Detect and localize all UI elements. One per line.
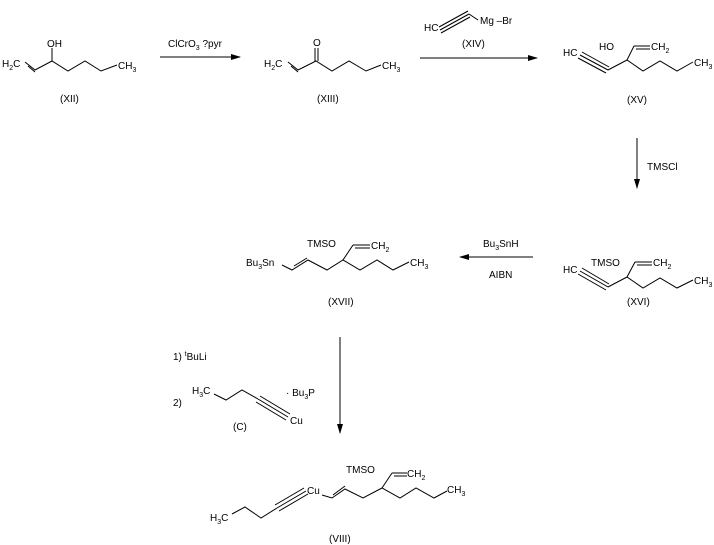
reaction-arrow-4: Bu3SnH AIBN — [459, 239, 533, 281]
compound-label: (XVII) — [328, 297, 354, 308]
compound-xv: HC HO CH2 CH3 (XV) — [563, 42, 712, 106]
double-bond — [27, 65, 36, 73]
atom-ch2: CH2 — [653, 258, 671, 271]
reaction-arrow-3: TMSCl — [634, 138, 678, 189]
atom-ch3: CH3 — [447, 485, 465, 498]
compound-label: (VIII) — [329, 534, 351, 545]
triple-bond — [579, 270, 609, 288]
atom-oh: OH — [47, 39, 62, 50]
bond-chain — [213, 389, 259, 401]
atom-ch3: CH3 — [694, 276, 712, 289]
compound-xvi: HC TMSO CH2 CH3 (XVI) — [563, 258, 712, 308]
reagent-step-1: 1) tBuLi — [173, 351, 207, 363]
atom-hc: HC — [424, 23, 438, 34]
bond-chain — [231, 506, 278, 519]
double-bond — [293, 257, 308, 267]
compound-label: (C) — [233, 422, 247, 433]
compound-label: (XII) — [60, 94, 79, 105]
atom-h3c: H3C — [210, 513, 228, 526]
triple-bond-2 — [439, 13, 470, 31]
compound-label: (XIV) — [462, 39, 485, 50]
atom-ch3: CH3 — [382, 61, 400, 74]
triple-bond-3 — [278, 493, 309, 512]
reaction-arrow-1: ClCrO3 ?pyr — [160, 39, 241, 60]
triple-bond — [579, 54, 609, 71]
bond — [381, 472, 393, 489]
bond-chain — [607, 59, 694, 72]
atom-mgbr: Mg –Br — [480, 16, 513, 27]
compound-label: (XIII) — [317, 94, 339, 105]
atom-ch3: CH3 — [118, 61, 136, 74]
atom-ch2: CH2 — [651, 42, 669, 55]
atom-hc: HC — [563, 265, 577, 276]
triple-bond-2 — [581, 267, 610, 285]
double-bond — [332, 485, 346, 496]
reagent-label: ClCrO3 ?pyr — [168, 39, 223, 52]
atom-hc: HC — [563, 48, 577, 59]
atom-ch3: CH3 — [694, 58, 712, 71]
atom-cu: Cu — [290, 416, 303, 427]
bond — [626, 45, 635, 61]
triple-bond-3 — [255, 401, 287, 421]
atom-ho: HO — [599, 42, 614, 53]
triple-bond-3 — [440, 16, 471, 34]
reagent-label: TMSCl — [647, 162, 678, 173]
compound-xiii: H2C O CH3 (XIII) — [264, 38, 400, 105]
triple-bond-2 — [581, 51, 610, 68]
triple-bond-3 — [577, 57, 607, 74]
atom-tmso: TMSO — [591, 258, 620, 269]
atom-o: O — [313, 38, 321, 49]
atom-ch3: CH3 — [410, 258, 428, 271]
atom-tmso: TMSO — [307, 239, 336, 250]
atom-ch2: CH2 — [407, 469, 425, 482]
bond — [468, 13, 479, 21]
double-bond — [290, 65, 299, 73]
triple-bond-3 — [577, 273, 607, 291]
compound-xvii: Bu3Sn TMSO CH2 CH3 (XVII) — [246, 239, 428, 308]
compound-label: (XV) — [627, 95, 647, 106]
compound-label: (XVI) — [627, 297, 650, 308]
bond — [342, 244, 354, 261]
atom-ch2: CH2 — [371, 241, 389, 254]
atom-h2c: H2C — [264, 59, 282, 72]
bond-chain — [607, 276, 694, 289]
triple-bond — [276, 490, 307, 509]
atom-tmso: TMSO — [346, 465, 375, 476]
reaction-arrow-2: HC Mg –Br (XIV) — [420, 10, 538, 61]
reagent-label-bottom: AIBN — [489, 270, 512, 281]
atom-h3c: H3C — [192, 386, 210, 399]
adduct-bu3p: · Bu3P — [286, 388, 315, 401]
reaction-arrow-5: 1) tBuLi 2) H3C Cu · Bu3P (C) — [173, 337, 343, 434]
triple-bond-2 — [259, 395, 291, 415]
reagent-step-2: 2) — [173, 398, 182, 409]
atom-h2c: H2C — [2, 59, 20, 72]
bond-chain — [287, 60, 382, 72]
triple-bond — [257, 398, 289, 418]
atom-cu: Cu — [307, 486, 320, 497]
triple-bond — [438, 10, 469, 28]
compound-viii: H3C Cu TMSO CH2 CH3 (VIII) — [210, 465, 465, 545]
triple-bond-2 — [274, 487, 305, 506]
atom-bu3sn: Bu3Sn — [246, 258, 274, 271]
bond-chain — [24, 60, 118, 72]
compound-xii: H2C OH CH3 (XII) — [2, 39, 136, 105]
reagent-label-top: Bu3SnH — [483, 239, 519, 252]
compound-c: H3C Cu · Bu3P (C) — [192, 386, 315, 433]
bond — [626, 261, 636, 278]
